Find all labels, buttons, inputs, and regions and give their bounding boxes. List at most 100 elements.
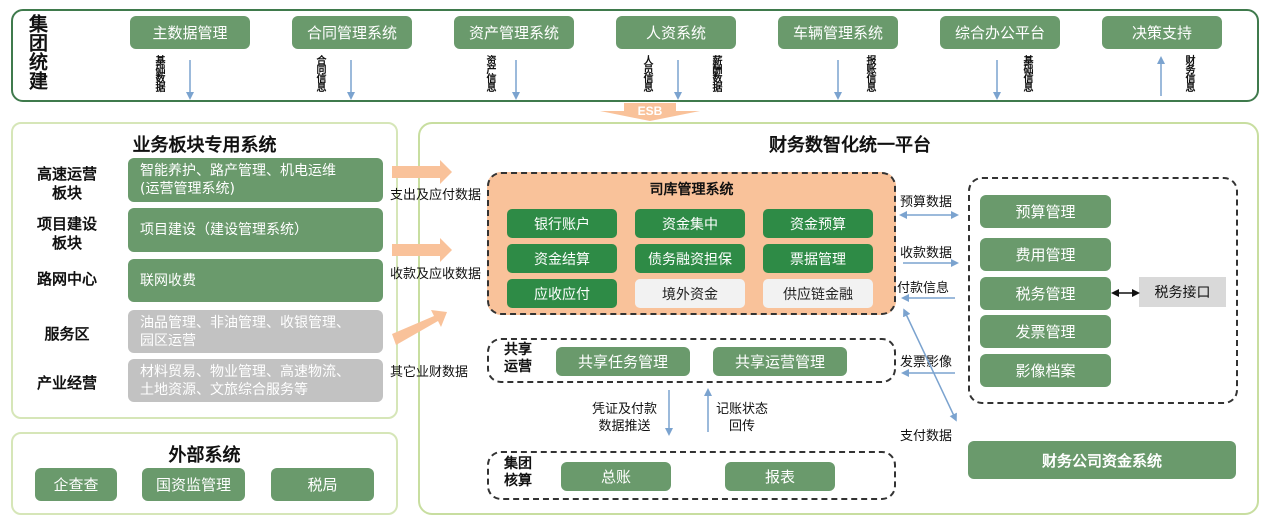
segment-network-center: 路网中心 (36, 270, 97, 288)
top-system-label: 合同管理系统 (306, 24, 397, 42)
posting-status-label: 记账状态 回传 (716, 402, 769, 434)
segment-service-area: 服务区 (44, 325, 90, 343)
treasury-module-label: 资金集中 (662, 216, 718, 233)
treasury-fund-concentration[interactable]: 资金集中 (635, 209, 745, 238)
top-system-label: 主数据管理 (152, 24, 228, 42)
voucher-push-label: 凭证及付款 数据推送 (592, 402, 658, 434)
flow-in-receipt-receivable: 收款及应收数据 (390, 267, 482, 282)
esb-arrow: ESB (600, 103, 700, 121)
shared-ops-management[interactable]: 共享运营管理 (713, 347, 847, 376)
flow-label-expense-info: 报账信息 (864, 55, 875, 91)
management-modules-frame (968, 177, 1238, 404)
general-ledger[interactable]: 总账 (561, 462, 671, 491)
external-qichacha[interactable]: 企查查 (35, 468, 117, 501)
flow-payment-data: 支付数据 (900, 429, 953, 444)
group-module-label: 报表 (764, 468, 795, 486)
top-system-label: 资产管理系统 (468, 24, 559, 42)
system-highway-ops[interactable]: 智能养护、路产管理、机电运维 (运营管理系统) (128, 158, 383, 202)
mgmt-module-label: 影像档案 (1015, 362, 1076, 380)
treasury-module-label: 债务融资担保 (648, 251, 732, 268)
flow-label-staff-info: 人员信息 (641, 55, 652, 91)
flow-label-salary-data: 薪酬数据 (710, 55, 721, 91)
flow-label-basic-data: 基础数据 (153, 55, 164, 91)
finance-company-label: 财务公司资金系统 (1041, 451, 1162, 470)
treasury-module-label: 资金结算 (534, 251, 590, 268)
external-sasac[interactable]: 国资监管理 (142, 468, 245, 501)
treasury-overseas-funds[interactable]: 境外资金 (635, 279, 745, 308)
top-system-hr[interactable]: 人资系统 (616, 16, 736, 49)
top-system-label: 综合办公平台 (954, 24, 1045, 42)
business-systems-frame (11, 122, 398, 419)
mgmt-expense[interactable]: 费用管理 (980, 238, 1111, 271)
mgmt-budget[interactable]: 预算管理 (980, 195, 1111, 228)
external-item-label: 企查查 (53, 476, 99, 494)
treasury-fund-settlement[interactable]: 资金结算 (507, 244, 617, 273)
treasury-debt-financing[interactable]: 债务融资担保 (635, 244, 745, 273)
reports[interactable]: 报表 (725, 462, 835, 491)
flow-budget-data: 预算数据 (900, 195, 953, 210)
shared-operations-frame (487, 338, 896, 383)
treasury-fund-budget[interactable]: 资金预算 (763, 209, 873, 238)
mgmt-module-label: 费用管理 (1015, 246, 1076, 264)
platform-frame (418, 122, 1259, 515)
external-tax-bureau[interactable]: 税局 (271, 468, 374, 501)
top-system-master-data[interactable]: 主数据管理 (130, 16, 250, 49)
treasury-supply-chain-finance[interactable]: 供应链金融 (763, 279, 873, 308)
system-industry-ops[interactable]: 材料贸易、物业管理、高速物流、 土地资源、文旅综合服务等 (128, 359, 383, 402)
flow-label-contract-info: 合同信息 (314, 55, 325, 91)
top-system-asset[interactable]: 资产管理系统 (454, 16, 574, 49)
esb-label: ESB (638, 104, 663, 118)
top-system-label: 决策支持 (1131, 24, 1192, 42)
segment-highway-ops: 高速运营 板块 (36, 165, 97, 202)
mgmt-module-label: 预算管理 (1015, 203, 1076, 221)
finance-company-fund-system[interactable]: 财务公司资金系统 (968, 441, 1236, 479)
top-system-label: 人资系统 (645, 24, 706, 42)
top-system-vehicle[interactable]: 车辆管理系统 (778, 16, 898, 49)
shared-task-management[interactable]: 共享任务管理 (556, 347, 690, 376)
flow-in-expense-payable: 支出及应付数据 (390, 188, 482, 203)
treasury-module-label: 票据管理 (790, 251, 846, 268)
treasury-ar-ap[interactable]: 应收应付 (507, 279, 617, 308)
mgmt-tax[interactable]: 税务管理 (980, 277, 1111, 310)
mgmt-module-label: 发票管理 (1015, 323, 1076, 341)
treasury-module-label: 银行账户 (534, 216, 590, 233)
group-unified-title-text: 集团统建 (26, 14, 48, 90)
system-project-construction[interactable]: 项目建设（建设管理系统） (128, 208, 383, 252)
group-unified-title: 集团统建 (24, 14, 50, 94)
flow-in-other-data: 其它业财数据 (390, 365, 469, 380)
system-network-toll[interactable]: 联网收费 (128, 259, 383, 302)
top-system-contract[interactable]: 合同管理系统 (292, 16, 412, 49)
treasury-system-title: 司库管理系统 (649, 182, 734, 198)
flow-label-asset-info: 资产信息 (484, 55, 495, 91)
top-system-label: 车辆管理系统 (792, 24, 883, 42)
treasury-bill-management[interactable]: 票据管理 (763, 244, 873, 273)
group-unified-frame (11, 9, 1259, 102)
orange-arrow-expense (392, 160, 452, 184)
orange-arrow-other (392, 310, 447, 345)
shared-module-label: 共享运营管理 (734, 353, 825, 371)
mgmt-module-label: 税务管理 (1015, 285, 1076, 303)
flow-label-basic-info: 基础信息 (1021, 55, 1032, 91)
tax-interface-label: 税务接口 (1154, 285, 1211, 301)
top-system-office[interactable]: 综合办公平台 (940, 16, 1060, 49)
group-module-label: 总账 (600, 468, 631, 486)
segment-industry-ops: 产业经营 (36, 374, 97, 392)
treasury-module-label: 供应链金融 (783, 286, 853, 303)
external-systems-title: 外部系统 (168, 445, 241, 466)
external-systems-frame (11, 432, 398, 515)
tax-interface[interactable]: 税务接口 (1139, 277, 1226, 307)
group-accounting-title: 集团 核算 (504, 456, 532, 489)
external-item-label: 税局 (307, 476, 338, 494)
treasury-module-label: 境外资金 (662, 286, 718, 303)
treasury-module-label: 资金预算 (790, 216, 846, 233)
top-system-decision[interactable]: 决策支持 (1102, 16, 1222, 49)
mgmt-invoice[interactable]: 发票管理 (980, 315, 1111, 348)
segment-project-construction: 项目建设 板块 (36, 215, 97, 252)
flow-payment-info: 付款信息 (897, 281, 950, 296)
system-service-area[interactable]: 油品管理、非油管理、收银管理、 园区运营 (128, 310, 383, 353)
orange-arrow-receipt (392, 238, 452, 262)
group-accounting-frame (487, 451, 896, 500)
mgmt-image-archive[interactable]: 影像档案 (980, 354, 1111, 387)
treasury-bank-account[interactable]: 银行账户 (507, 209, 617, 238)
